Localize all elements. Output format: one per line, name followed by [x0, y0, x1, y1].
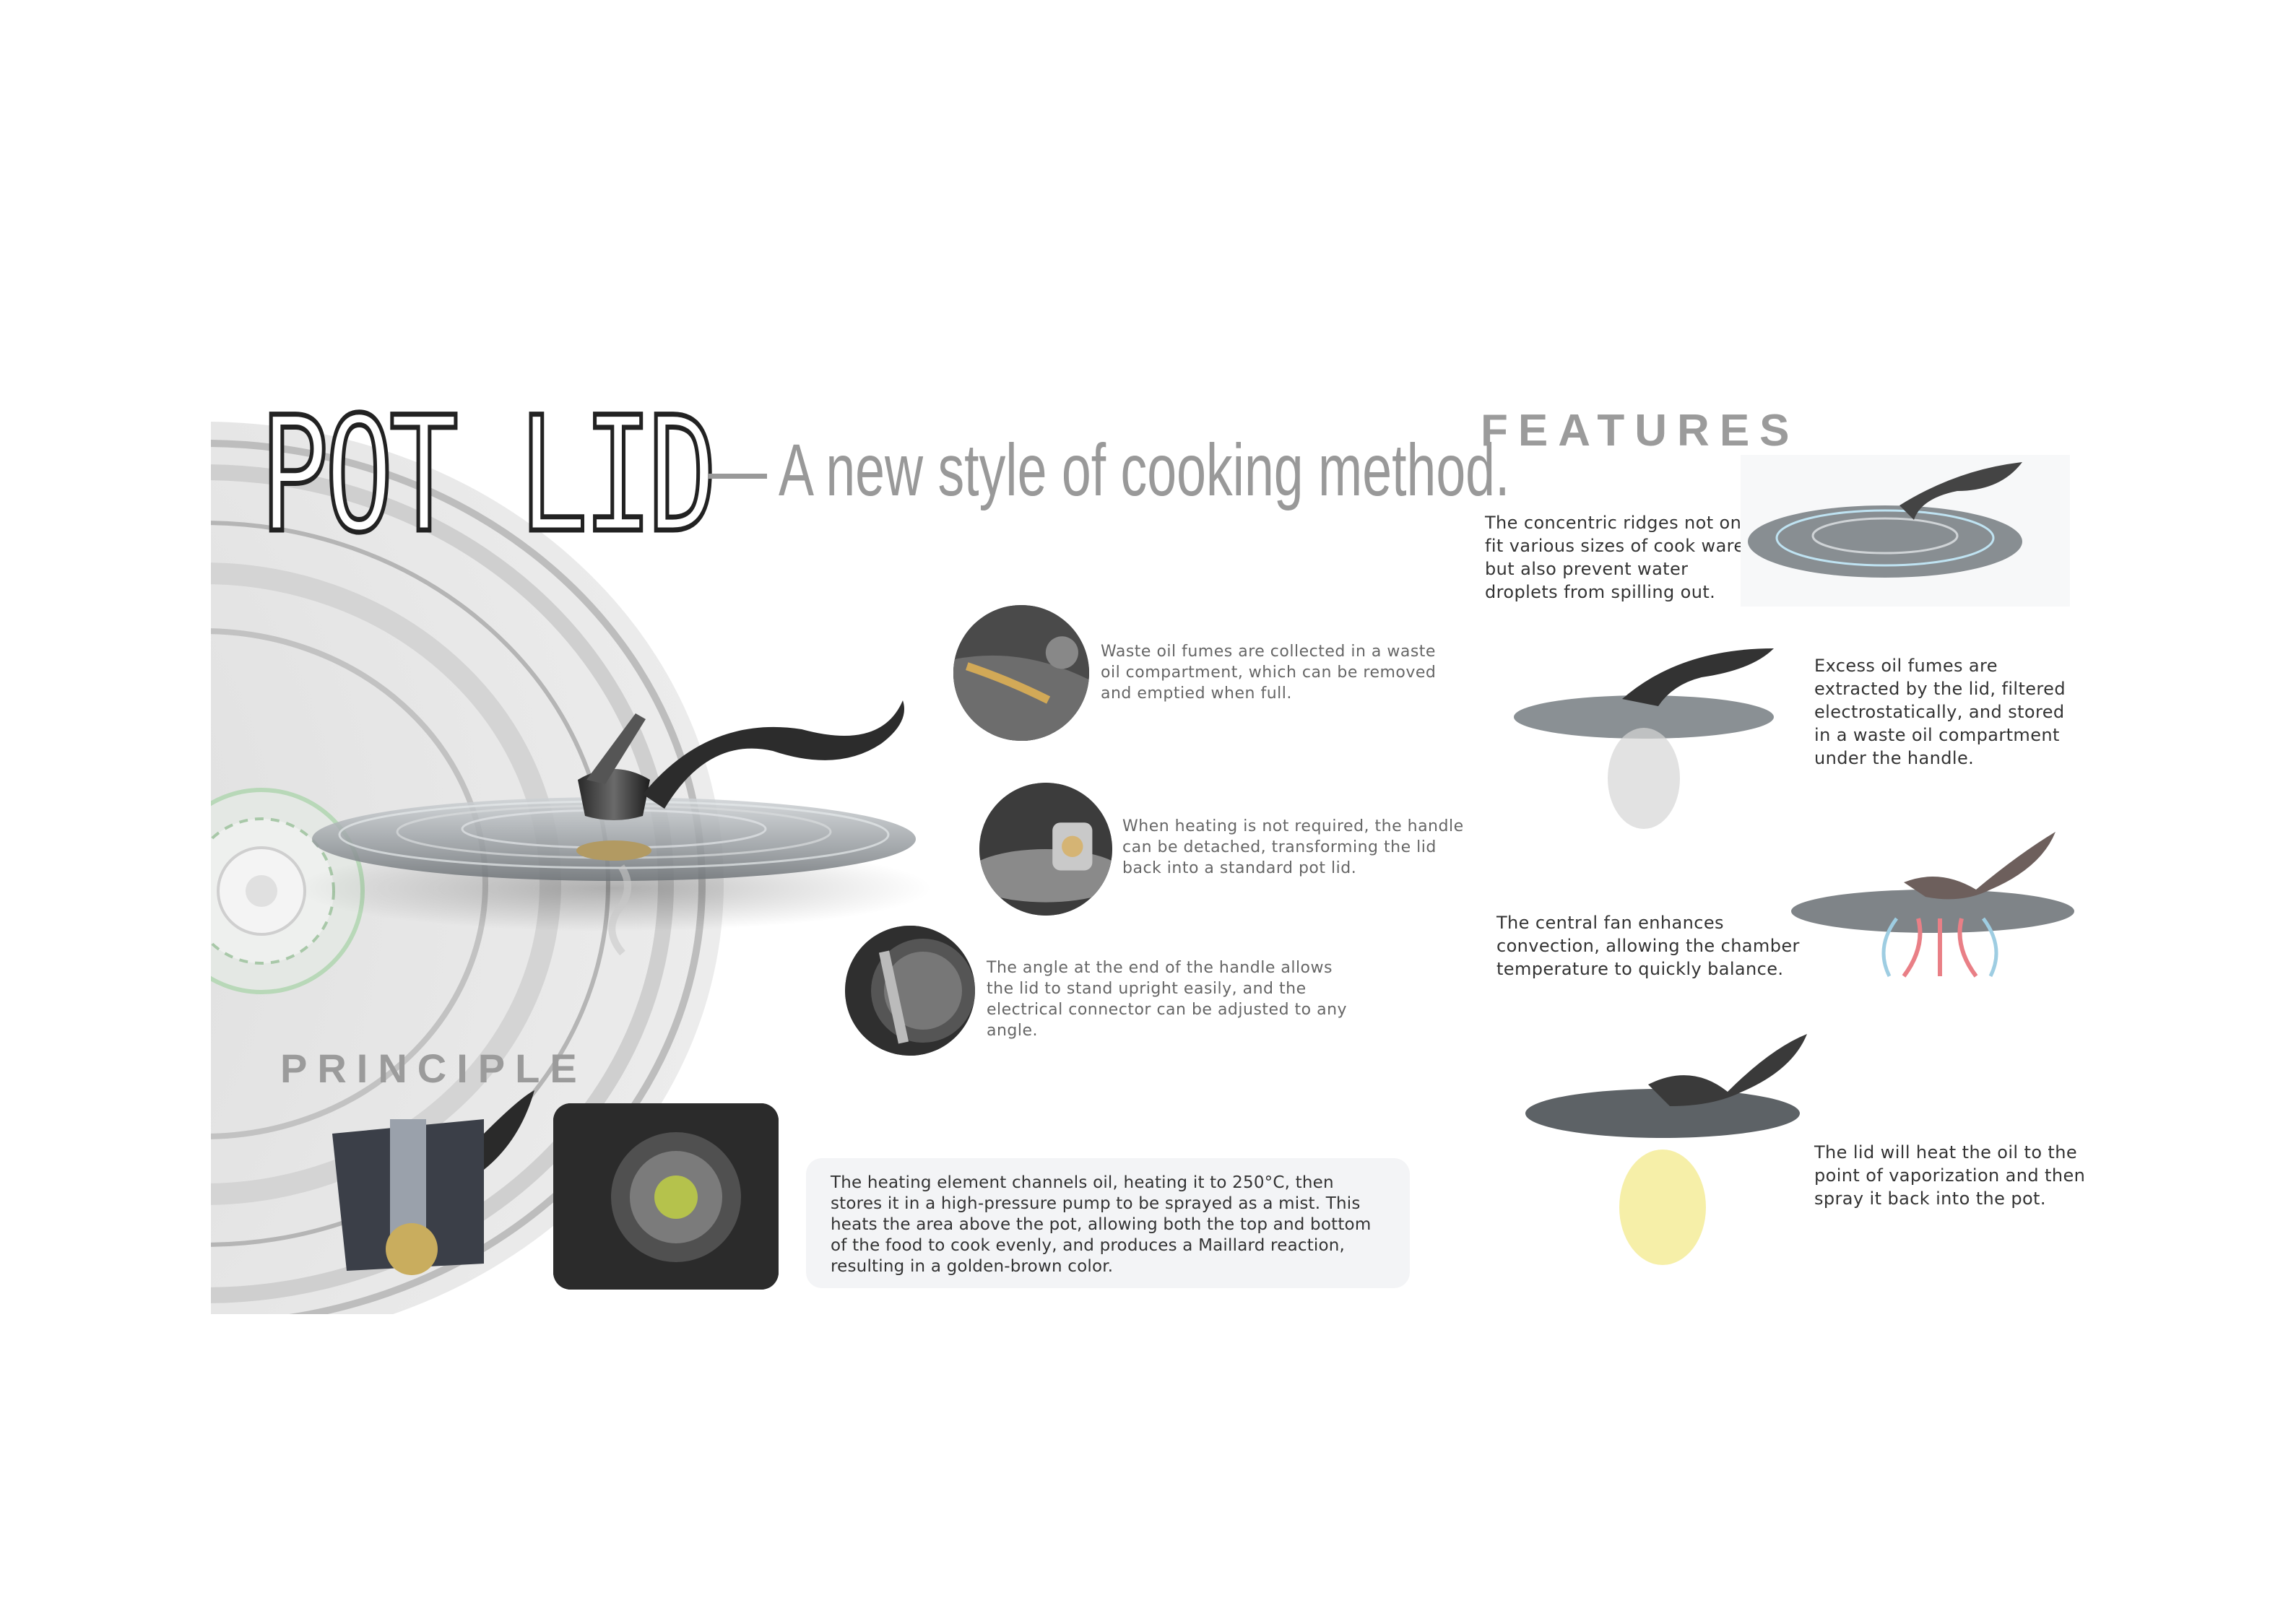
detachable-handle-image	[979, 783, 1112, 916]
feature-vaporization-image	[1525, 1034, 1814, 1265]
feature-oil-vaporization: The lid will heat the oil to the point o…	[1814, 1142, 2086, 1209]
callout-waste-oil: Waste oil fumes are collected in a waste…	[1101, 643, 1437, 703]
callout-handle-angle: The angle at the end of the handle allow…	[987, 959, 1348, 1040]
principle-heading: PRINCIPLE	[280, 1046, 587, 1091]
page-subtitle: A new style of cooking method.	[779, 429, 1510, 511]
principle-cutaway-image	[303, 1090, 542, 1300]
principle-description-box: The heating element channels oil, heatin…	[806, 1158, 1410, 1288]
principle-description: The heating element channels oil, heatin…	[831, 1173, 1372, 1276]
feature-ridges-image	[1741, 455, 2070, 607]
handle-angle-image	[845, 926, 975, 1056]
principle-nozzle-image	[553, 1103, 779, 1290]
feature-concentric-ridges: The concentric ridges not only fit vario…	[1485, 513, 1757, 602]
page-title: POT LID	[258, 383, 719, 568]
features-heading: FEATURES	[1481, 406, 1800, 456]
waste-oil-compartment-image	[953, 605, 1089, 741]
feature-fan-image	[1774, 825, 2077, 998]
main-lid-render	[296, 672, 939, 960]
feature-central-fan: The central fan enhances convection, all…	[1496, 913, 1800, 979]
feature-extraction-image	[1514, 634, 1803, 851]
feature-oil-fume-extraction: Excess oil fumes are extracted by the li…	[1814, 656, 2066, 768]
title-dash	[708, 474, 767, 479]
callout-detachable-handle: When heating is not required, the handle…	[1122, 817, 1464, 877]
